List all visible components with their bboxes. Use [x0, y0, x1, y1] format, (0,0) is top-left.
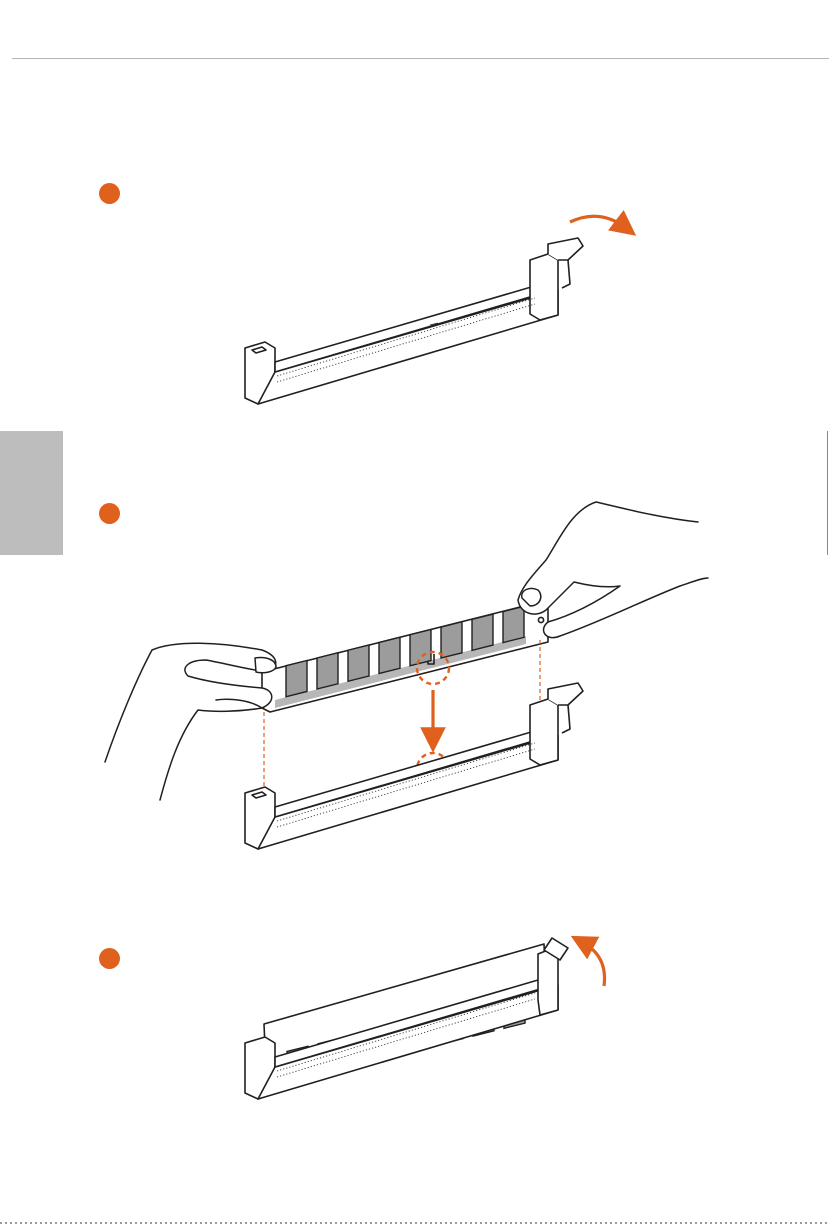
step-1-dimm-slot	[245, 238, 583, 404]
step-1-open-latch-arrow-icon	[570, 216, 626, 228]
step-2-dimm-slot	[245, 683, 583, 849]
page-footer-rule	[0, 1222, 829, 1224]
step-3-close-latch-arrow-icon	[582, 942, 605, 986]
step-2-left-hand	[105, 643, 276, 800]
